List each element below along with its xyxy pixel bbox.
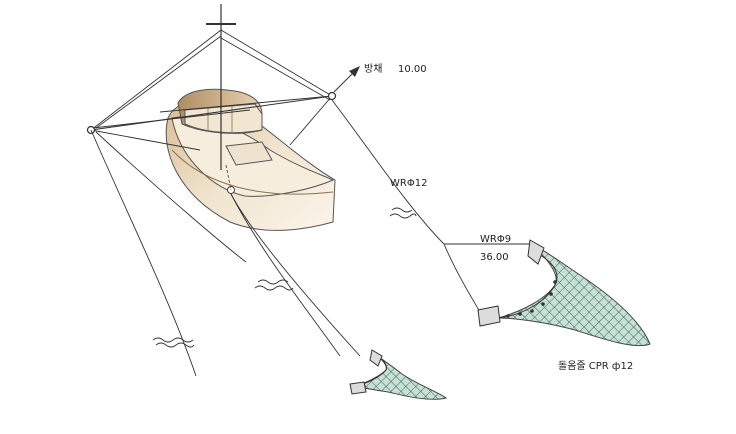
spreader-value: 10.00: [398, 64, 427, 75]
warp-main-label: WRΦ12: [390, 178, 427, 189]
warp-bridle-label: WRΦ9: [480, 234, 511, 245]
mast-rigging: [86, 4, 337, 170]
starboard-boom-sheave: [327, 91, 337, 101]
fishing-boat: [165, 88, 336, 231]
bridle-length-label: 36.00: [480, 252, 509, 263]
spreader-label: 방채: [364, 63, 382, 75]
starboard-trawl-net: [477, 239, 651, 347]
warp-lines: [90, 99, 530, 377]
water-surface-marks: [152, 207, 417, 348]
groundrope-label: 돌옴줄 CPR ф12: [558, 360, 633, 372]
spreader-arrow: [333, 66, 360, 93]
port-trawl-net: [349, 349, 448, 400]
